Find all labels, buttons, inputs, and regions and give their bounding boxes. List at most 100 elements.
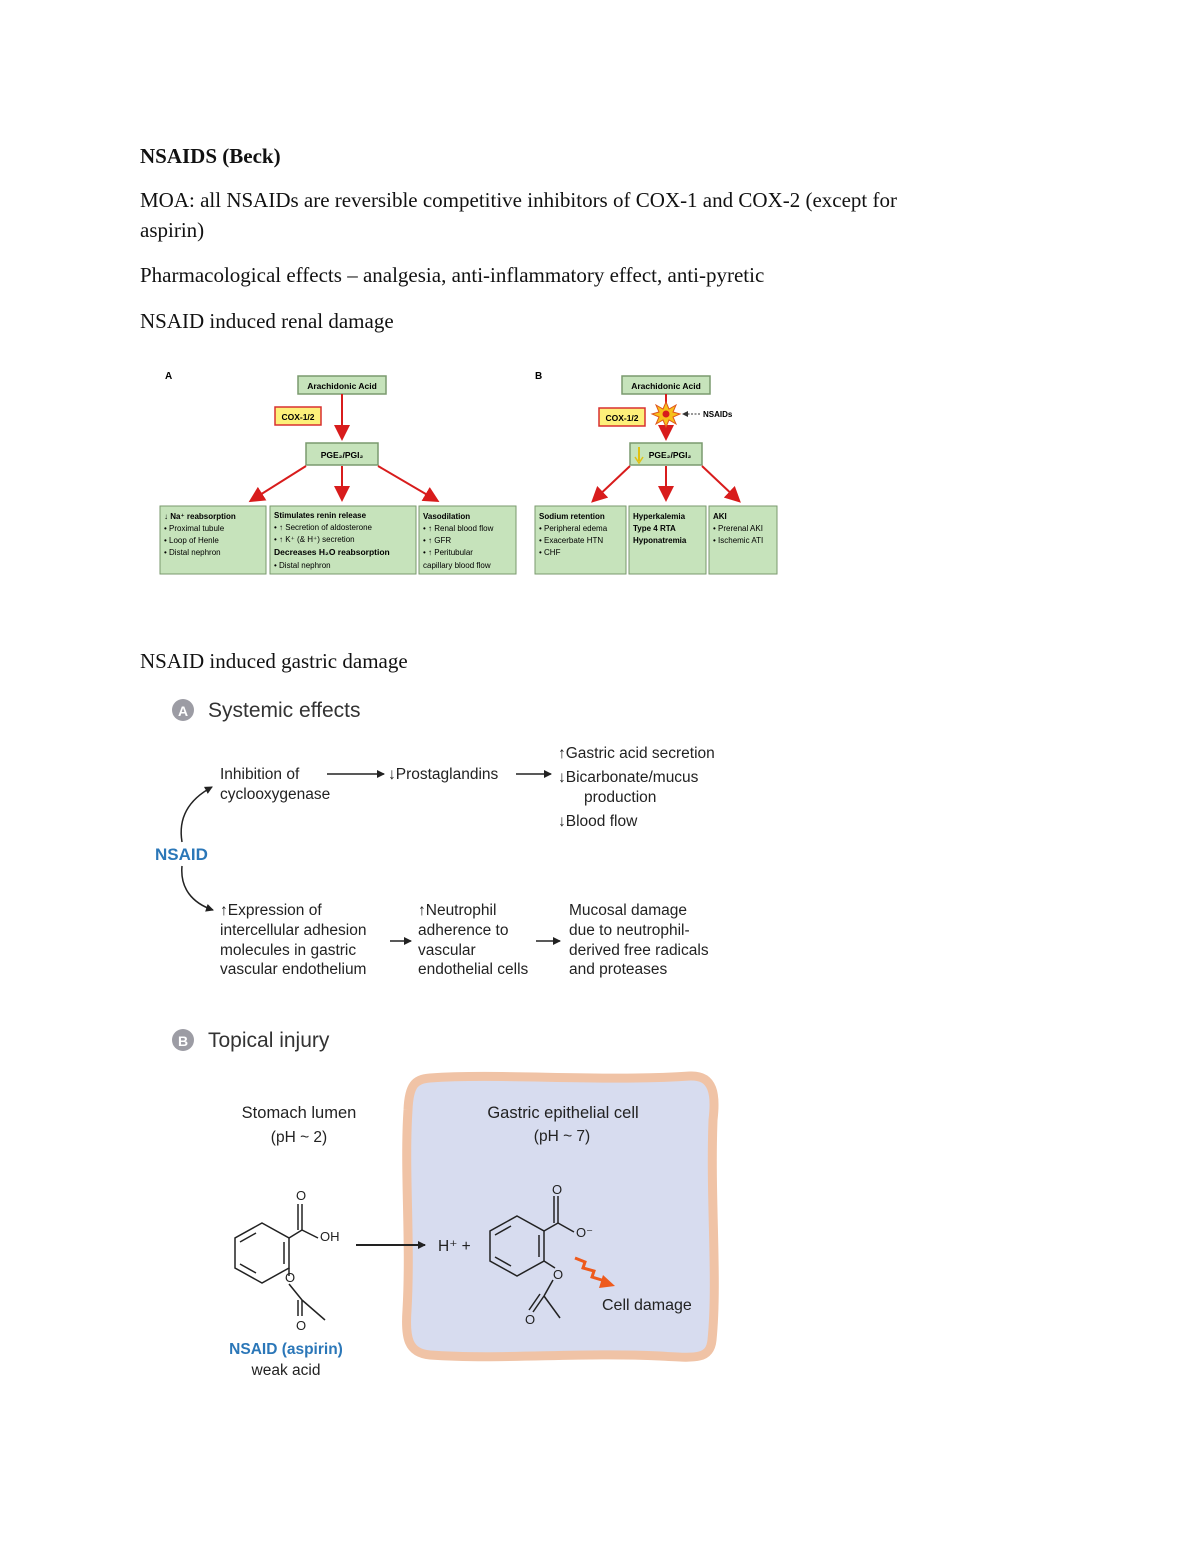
pge-label-a: PGE₂/PGI₂ [321,450,364,460]
renal-box-a2-line: • ↑ Secretion of aldosterone [274,523,373,532]
panel-b-letter: B [535,371,542,382]
renal-box-b2-line: Type 4 RTA [633,524,676,533]
section-b-title: Topical injury [208,1029,330,1052]
renal-box-a3-line: • ↑ Peritubular [423,548,473,557]
renal-box-a3-line: capillary blood flow [423,561,491,570]
renal-box-b3-line: • Prerenal AKI [713,524,763,533]
carboxylate-o: O⁻ [576,1225,593,1240]
pge-label-b: PGE₂/PGI₂ [649,450,692,460]
expression-line: molecules in gastric [220,942,356,959]
salicylate-molecule [489,1196,575,1319]
proton-label: H⁺ + [438,1238,471,1255]
neutrophil-line: vascular [418,942,476,959]
section-a-header: A Systemic effects [172,699,361,722]
renal-box-a2: Stimulates renin release • ↑ Secretion o… [269,505,417,575]
renal-box-b1-line: • Peripheral edema [539,524,608,533]
cell-damage-label: Cell damage [602,1297,692,1314]
ester-o-2: O [553,1267,563,1282]
renal-box-a1-line: • Loop of Henle [164,536,219,545]
renal-box-a1-line: • Distal nephron [164,548,221,557]
effect-line: ↓Blood flow [558,813,638,830]
effect-line: ↑Gastric acid secretion [558,745,715,762]
arachidonic-acid-box-b: Arachidonic Acid [621,375,711,395]
cox-box-b: COX-1/2 [598,407,646,427]
renal-box-b1: Sodium retention • Peripheral edema • Ex… [534,505,627,575]
effect-line: production [584,789,656,806]
mucosal-line: and proteases [569,961,667,978]
renal-box-b3-line: • Ischemic ATI [713,536,763,545]
renal-box-a3-line: • ↑ Renal blood flow [423,524,494,533]
damage-lightning-icon [574,1256,615,1288]
neutrophil-line: adherence to [418,922,509,939]
renal-box-b2-line: Hyponatremia [633,536,687,545]
aspirin-molecule [234,1204,326,1321]
renal-box-a3-line: Vasodilation [423,512,470,521]
renal-box-b2: Hyperkalemia Type 4 RTA Hyponatremia [628,505,707,575]
pharmacological-effects: Pharmacological effects – analgesia, ant… [140,263,765,287]
effect-line: ↓Bicarbonate/mucus [558,769,699,786]
mucosal-line: Mucosal damage [569,902,687,919]
nsaids-label: NSAIDs [703,410,733,419]
cox-box-a: COX-1/2 [274,406,322,426]
gastric-damage-figure: A Systemic effects Inhibition of cycloox… [155,699,719,1379]
expression-line: intercellular adhesion [220,922,366,939]
panel-a-letter: A [165,371,172,382]
arachidonic-acid-label-a: Arachidonic Acid [307,381,377,391]
renal-box-b3-line: AKI [713,512,727,521]
inhibition-label: cyclooxygenase [220,786,330,803]
cell-ph: (pH ~ 7) [534,1128,590,1145]
section-a-letter: A [178,703,188,719]
prostaglandins-label: ↓Prostaglandins [388,766,499,783]
section-b-header: B Topical injury [172,1029,330,1052]
cell-label: Gastric epithelial cell [487,1104,638,1122]
renal-box-a3: Vasodilation • ↑ Renal blood flow • ↑ GF… [418,505,517,575]
renal-box-a2-line: Stimulates renin release [274,511,367,520]
renal-box-a3-line: • ↑ GFR [423,536,451,545]
lumen-label: Stomach lumen [242,1104,357,1122]
expression-line: ↑Expression of [220,902,322,919]
hydroxyl-label: OH [320,1229,340,1244]
arachidonic-acid-label-b: Arachidonic Acid [631,381,701,391]
gastric-heading: NSAID induced gastric damage [140,649,408,673]
ester-o: O [285,1270,295,1285]
acetyl-o-2: O [525,1312,535,1327]
renal-box-a1: ↓ Na⁺ reabsorption • Proximal tubule • L… [159,505,267,575]
cox-label-a: COX-1/2 [281,412,314,422]
pge-box-b: PGE₂/PGI₂ [629,442,703,466]
section-a-title: Systemic effects [208,699,361,722]
pge-box-a: PGE₂/PGI₂ [305,442,379,466]
section-b-letter: B [178,1033,188,1049]
renal-box-b1-line: • Exacerbate HTN [539,536,603,545]
weak-acid-label: weak acid [251,1362,321,1379]
neutrophil-line: ↑Neutrophil [418,902,496,919]
renal-heading: NSAID induced renal damage [140,309,394,333]
mucosal-line: derived free radicals [569,942,709,959]
renal-box-a2-line: • ↑ K⁺ (& H⁺) secretion [274,535,355,544]
carbonyl-o: O [296,1188,306,1203]
renal-box-a2-line: • Distal nephron [274,561,331,570]
moa-line-2: aspirin) [140,218,205,242]
expression-line: vascular endothelium [220,961,366,978]
epithelial-cell [402,1071,719,1362]
renal-box-b2-line: Hyperkalemia [633,512,686,521]
mucosal-line: due to neutrophil- [569,922,690,939]
renal-box-b1-line: • CHF [539,548,561,557]
renal-box-a2-line: Decreases H₂O reabsorption [274,547,390,557]
neutrophil-line: endothelial cells [418,961,529,978]
moa-line-1: MOA: all NSAIDs are reversible competiti… [140,188,897,212]
acetyl-o: O [296,1318,306,1333]
renal-box-a1-line: • Proximal tubule [164,524,225,533]
renal-box-b3: AKI • Prerenal AKI • Ischemic ATI [708,505,778,575]
cox-label-b: COX-1/2 [605,413,638,423]
aspirin-label: NSAID (aspirin) [229,1341,343,1358]
inhibition-label: Inhibition of [220,766,300,783]
renal-box-a1-line: ↓ Na⁺ reabsorption [164,512,236,521]
renal-box-b1-line: Sodium retention [539,512,605,521]
carbonyl-o-2: O [552,1182,562,1197]
page-title: NSAIDS (Beck) [140,144,281,168]
arachidonic-acid-box-a: Arachidonic Acid [297,375,387,395]
renal-damage-figure: A Arachidonic Acid COX-1/2 PGE₂/PGI₂ ↓ N… [159,371,778,575]
lumen-ph: (pH ~ 2) [271,1129,327,1146]
nsaid-label: NSAID [155,845,208,864]
